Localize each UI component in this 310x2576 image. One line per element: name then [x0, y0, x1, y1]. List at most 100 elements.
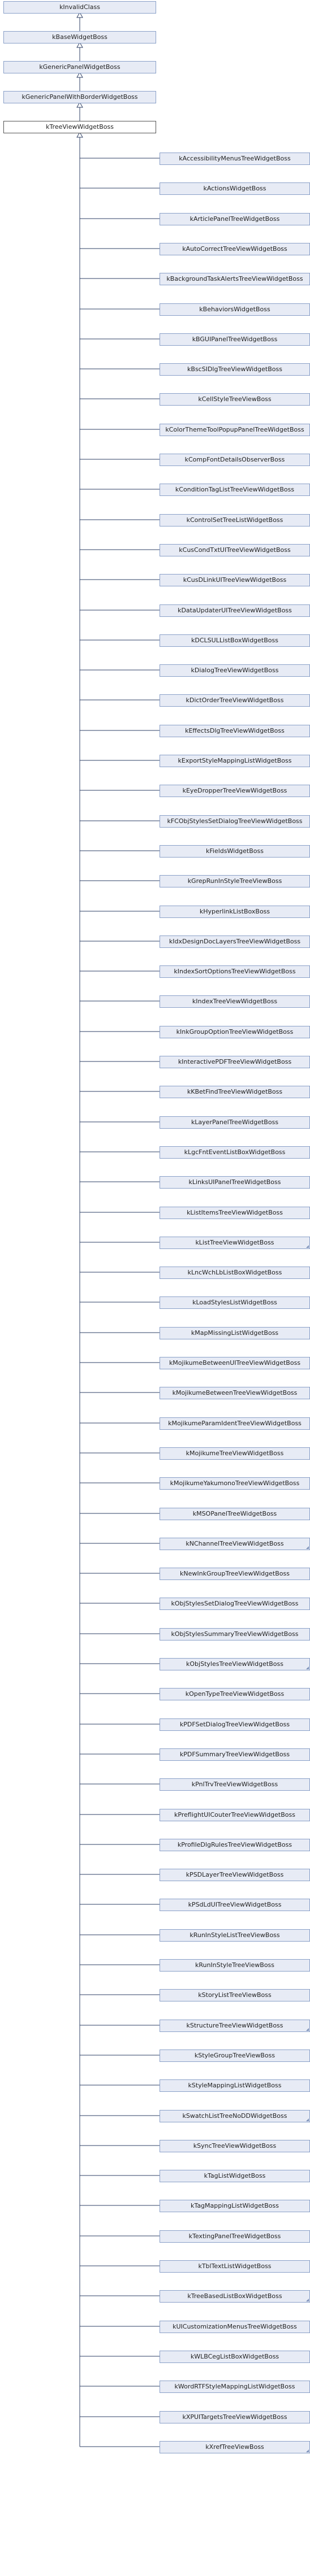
subclass-box[interactable]: kIndexTreeViewWidgetBoss — [160, 995, 310, 1008]
subclass-box[interactable]: kPnlTrvTreeViewWidgetBoss — [160, 1778, 310, 1791]
subclass-name: kAutoCorrectTreeViewWidgetBoss — [182, 245, 287, 253]
ancestor-class-box[interactable]: kBaseWidgetBoss — [3, 31, 156, 43]
subclass-name: kInkGroupOptionTreeViewWidgetBoss — [176, 1028, 294, 1035]
subclass-box[interactable]: kUICustomizationMenusTreeWidgetBoss — [160, 2321, 310, 2333]
subclass-name: kSwatchListTreeNoDDWidgetBoss — [182, 2112, 287, 2120]
subclass-box[interactable]: kAutoCorrectTreeViewWidgetBoss — [160, 243, 310, 255]
subclass-box[interactable]: kTagMappingListWidgetBoss — [160, 2200, 310, 2212]
subclass-box[interactable]: kTagListWidgetBoss — [160, 2170, 310, 2182]
subclass-box[interactable]: kLinksUIPanelTreeWidgetBoss — [160, 1176, 310, 1189]
subclass-box[interactable]: kMojikumeTreeViewWidgetBoss — [160, 1447, 310, 1460]
subclass-box[interactable]: kWordRTFStyleMappingListWidgetBoss — [160, 2381, 310, 2393]
ancestor-class-box[interactable]: kGenericPanelWithBorderWidgetBoss — [3, 91, 156, 103]
subclass-box[interactable]: kCusCondTxtUITreeViewWidgetBoss — [160, 544, 310, 556]
subclass-box[interactable]: kActionsWidgetBoss — [160, 182, 310, 195]
subclass-box[interactable]: kBehaviorsWidgetBoss — [160, 303, 310, 316]
current-class-box[interactable]: kTreeViewWidgetBoss — [3, 121, 156, 133]
ancestor-class-box[interactable]: kGenericPanelWidgetBoss — [3, 61, 156, 73]
subclass-box[interactable]: kCellStyleTreeViewBoss — [160, 393, 310, 406]
subclass-box[interactable]: kInkGroupOptionTreeViewWidgetBoss — [160, 1026, 310, 1038]
subclass-box[interactable]: kExportStyleMappingListWidgetBoss — [160, 755, 310, 767]
subclass-box[interactable]: kIdxDesignDocLayersTreeViewWidgetBoss — [160, 935, 310, 948]
subclass-box[interactable]: kDCLSULListBoxWidgetBoss — [160, 634, 310, 647]
subclass-box[interactable]: kConditionTagListTreeViewWidgetBoss — [160, 484, 310, 496]
subclass-box[interactable]: kWLBCegListBoxWidgetBoss — [160, 2351, 310, 2363]
subclass-box[interactable]: kXrefTreeViewBoss — [160, 2441, 310, 2453]
subclass-box[interactable]: kCompFontDetailsObserverBoss — [160, 454, 310, 466]
subclass-box[interactable]: kDataUpdaterUITreeViewWidgetBoss — [160, 604, 310, 617]
truncated-marker-icon — [306, 1546, 309, 1549]
subclass-box[interactable]: kListItemsTreeViewWidgetBoss — [160, 1207, 310, 1219]
subclass-name: kKBetFindTreeViewWidgetBoss — [187, 1088, 283, 1095]
subclass-box[interactable]: kIndexSortOptionsTreeViewWidgetBoss — [160, 965, 310, 978]
subclass-box[interactable]: kHyperlinkListBoxBoss — [160, 906, 310, 918]
subclass-box[interactable]: kControlSetTreeListWidgetBoss — [160, 514, 310, 526]
subclass-box[interactable]: kStoryListTreeViewBoss — [160, 1989, 310, 2001]
subclass-box[interactable]: kMojikumeYakumonoTreeViewWidgetBoss — [160, 1477, 310, 1490]
subclass-box[interactable]: kTextingPanelTreeWidgetBoss — [160, 2230, 310, 2243]
subclass-box[interactable]: kDialogTreeViewWidgetBoss — [160, 664, 310, 677]
subclass-name: kCellStyleTreeViewBoss — [198, 395, 272, 403]
subclass-name: kMojikumeYakumonoTreeViewWidgetBoss — [170, 1480, 300, 1487]
subclass-box[interactable]: kLayerPanelTreeWidgetBoss — [160, 1116, 310, 1129]
subclass-box[interactable]: kBackgroundTaskAlertsTreeViewWidgetBoss — [160, 273, 310, 285]
ancestor-class-box[interactable]: kInvalidClass — [3, 1, 156, 14]
subclass-box[interactable]: kStructureTreeViewWidgetBoss — [160, 2020, 310, 2032]
subclass-box[interactable]: kXPUITargetsTreeViewWidgetBoss — [160, 2411, 310, 2423]
subclass-box[interactable]: kObjStylesSetDialogTreeViewWidgetBoss — [160, 1598, 310, 1610]
subclass-name: kControlSetTreeListWidgetBoss — [186, 516, 283, 524]
subclass-box[interactable]: kGrepRunInStyleTreeViewBoss — [160, 875, 310, 887]
subclass-box[interactable]: kLoadStylesListWidgetBoss — [160, 1296, 310, 1309]
subclass-name: kColorThemeToolPopupPanelTreeWidgetBoss — [165, 426, 304, 433]
subclass-name: kFieldsWidgetBoss — [206, 847, 264, 855]
subclass-box[interactable]: kOpenTypeTreeViewWidgetBoss — [160, 1688, 310, 1700]
subclass-name: kLayerPanelTreeWidgetBoss — [191, 1119, 279, 1126]
subclass-box[interactable]: kEffectsDlgTreeViewWidgetBoss — [160, 725, 310, 737]
subclass-box[interactable]: kKBetFindTreeViewWidgetBoss — [160, 1086, 310, 1098]
subclass-box[interactable]: kFieldsWidgetBoss — [160, 845, 310, 858]
subclass-box[interactable]: kPreflightUICouterTreeViewWidgetBoss — [160, 1809, 310, 1821]
subclass-box[interactable]: kTblTextListWidgetBoss — [160, 2260, 310, 2273]
subclass-box[interactable]: kBscSIDlgTreeViewWidgetBoss — [160, 363, 310, 376]
subclass-box[interactable]: kRunInStyleListTreeViewBoss — [160, 1929, 310, 1942]
subclass-box[interactable]: kInteractivePDFTreeViewWidgetBoss — [160, 1056, 310, 1068]
subclass-box[interactable]: kSyncTreeViewWidgetBoss — [160, 2140, 310, 2152]
subclass-box[interactable]: kFCObjStylesSetDialogTreeViewWidgetBoss — [160, 815, 310, 828]
subclass-name: kUICustomizationMenusTreeWidgetBoss — [173, 2323, 297, 2330]
subclass-box[interactable]: kAccessibilityMenusTreeWidgetBoss — [160, 153, 310, 165]
subclass-box[interactable]: kMojikumeBetweenTreeViewWidgetBoss — [160, 1387, 310, 1399]
subclass-box[interactable]: kLgcFntEventListBoxWidgetBoss — [160, 1146, 310, 1159]
subclass-box[interactable]: kMojikumeParamIdentTreeViewWidgetBoss — [160, 1417, 310, 1430]
subclass-box[interactable]: kMojikumeBetweenUITreeViewWidgetBoss — [160, 1357, 310, 1369]
subclass-box[interactable]: kCusDLinkUITreeViewWidgetBoss — [160, 574, 310, 586]
subclass-box[interactable]: kTreeBasedListBoxWidgetBoss — [160, 2290, 310, 2303]
subclass-box[interactable]: kMapMissingListWidgetBoss — [160, 1327, 310, 1339]
subclass-box[interactable]: kObjStylesSummaryTreeViewWidgetBoss — [160, 1628, 310, 1641]
subclass-box[interactable]: kMSOPanelTreeWidgetBoss — [160, 1508, 310, 1520]
subclass-box[interactable]: kObjStylesTreeViewWidgetBoss — [160, 1658, 310, 1670]
subclass-box[interactable]: kSwatchListTreeNoDDWidgetBoss — [160, 2110, 310, 2122]
subclass-box[interactable]: kPDFSummaryTreeViewWidgetBoss — [160, 1748, 310, 1761]
subclass-box[interactable]: kLncWchLbListBoxWidgetBoss — [160, 1267, 310, 1279]
subclass-box[interactable]: kListTreeViewWidgetBoss — [160, 1237, 310, 1249]
subclass-box[interactable]: kEyeDropperTreeViewWidgetBoss — [160, 785, 310, 797]
subclass-name: kCusCondTxtUITreeViewWidgetBoss — [179, 546, 291, 554]
subclass-name: kPreflightUICouterTreeViewWidgetBoss — [174, 1811, 295, 1818]
subclass-box[interactable]: kDictOrderTreeViewWidgetBoss — [160, 694, 310, 707]
subclass-name: kNChannelTreeViewWidgetBoss — [186, 1540, 284, 1547]
subclass-box[interactable]: kProfileDlgRulesTreeViewWidgetBoss — [160, 1839, 310, 1851]
truncated-marker-icon — [306, 2118, 309, 2121]
subclass-box[interactable]: kPSdLdUITreeViewWidgetBoss — [160, 1899, 310, 1911]
subclass-box[interactable]: kStyleGroupTreeViewBoss — [160, 2050, 310, 2062]
subclass-name: kPSdLdUITreeViewWidgetBoss — [188, 1901, 282, 1908]
subclass-box[interactable]: kBGUIPanelTreeWidgetBoss — [160, 333, 310, 346]
subclass-box[interactable]: kRunInStyleTreeViewBoss — [160, 1959, 310, 1972]
subclass-box[interactable]: kColorThemeToolPopupPanelTreeWidgetBoss — [160, 424, 310, 436]
subclass-box[interactable]: kPDFSetDialogTreeViewWidgetBoss — [160, 1718, 310, 1731]
subclass-box[interactable]: kNChannelTreeViewWidgetBoss — [160, 1538, 310, 1550]
subclass-box[interactable]: kStyleMappingListWidgetBoss — [160, 2079, 310, 2092]
subclass-box[interactable]: kPSDLayerTreeViewWidgetBoss — [160, 1869, 310, 1881]
subclass-box[interactable]: kArticlePanelTreeWidgetBoss — [160, 213, 310, 225]
subclass-box[interactable]: kNewInkGroupTreeViewWidgetBoss — [160, 1568, 310, 1580]
subclass-name: kSyncTreeViewWidgetBoss — [193, 2142, 277, 2149]
